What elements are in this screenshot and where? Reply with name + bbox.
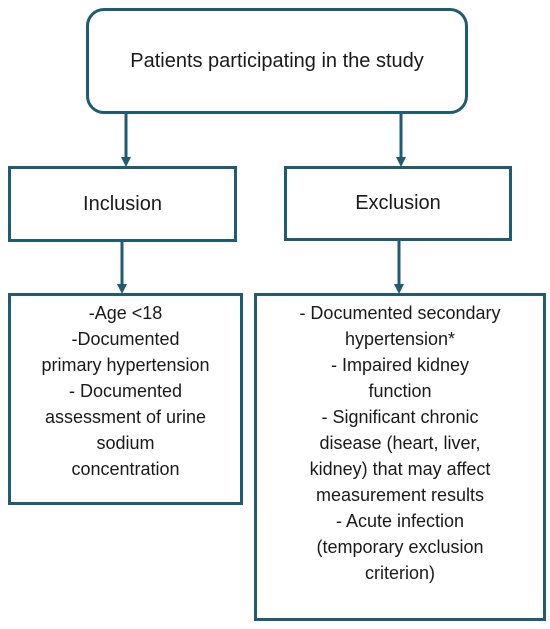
exclusion-criteria-line: - Acute infection xyxy=(335,511,465,531)
exclusion-criteria-line: hypertension* xyxy=(344,329,456,349)
exclusion-criteria-line: disease (heart, liver, xyxy=(319,433,481,453)
exclusion-criteria-line: - Documented secondary xyxy=(299,303,501,323)
exclusion-label: Exclusion xyxy=(355,192,441,214)
inclusion-criteria-line: -Documented xyxy=(71,329,180,349)
exclusion-criteria-line: measurement results xyxy=(315,485,485,505)
exclusion-criteria-line: criterion) xyxy=(364,563,435,583)
inclusion-criteria-line: - Documented xyxy=(68,381,183,401)
inclusion-criteria-line: sodium xyxy=(96,433,155,453)
study-population-box: Patients participating in the study xyxy=(86,8,468,114)
study-population-label: Patients participating in the study xyxy=(130,49,424,72)
exclusion-criteria-line: function xyxy=(368,381,432,401)
exclusion-box: Exclusion xyxy=(284,166,512,241)
exclusion-criteria-line: (temporary exclusion xyxy=(316,537,484,557)
inclusion-criteria-box: -Age <18 -Documented primary hypertensio… xyxy=(8,293,243,505)
exclusion-criteria-line: - Impaired kidney xyxy=(330,355,470,375)
exclusion-criteria-line: - Significant chronic xyxy=(321,407,479,427)
inclusion-criteria-line: primary hypertension xyxy=(41,355,210,375)
exclusion-criteria-box: - Documented secondary hypertension* - I… xyxy=(254,293,546,621)
inclusion-criteria-line: assessment of urine xyxy=(44,407,207,427)
inclusion-box: Inclusion xyxy=(8,166,237,242)
inclusion-criteria-line: -Age <18 xyxy=(88,303,163,323)
inclusion-criteria-line: concentration xyxy=(71,459,180,479)
exclusion-criteria-line: kidney) that may affect xyxy=(309,459,491,479)
inclusion-label: Inclusion xyxy=(83,192,162,215)
